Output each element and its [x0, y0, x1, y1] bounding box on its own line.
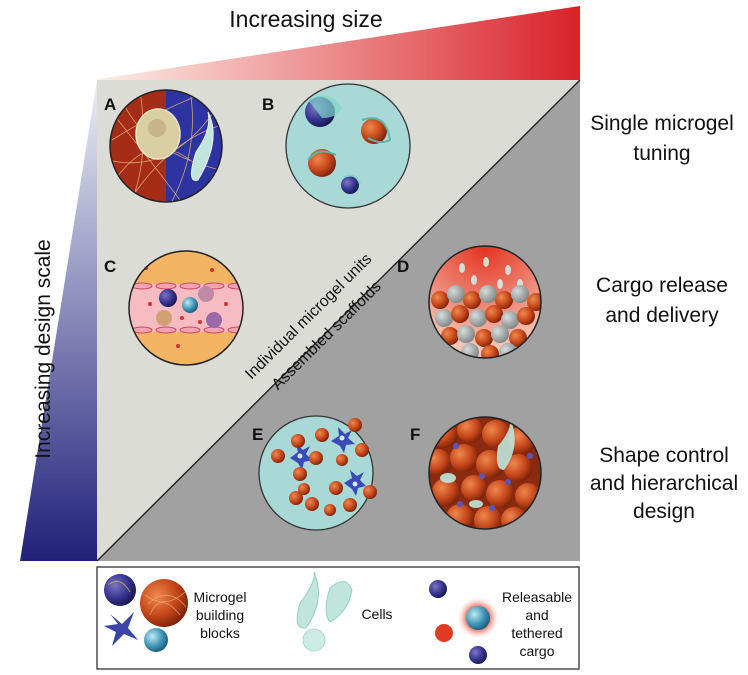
panel-b-illustration	[285, 83, 411, 209]
svg-text:Cargo release: Cargo release	[596, 274, 728, 297]
svg-text:tethered: tethered	[511, 625, 562, 641]
panel-label-d: D	[397, 257, 409, 276]
panel-d-illustration	[428, 245, 542, 359]
svg-text:tuning: tuning	[633, 142, 690, 165]
svg-text:design: design	[633, 500, 695, 523]
svg-text:Single microgel: Single microgel	[590, 112, 734, 135]
svg-text:and hierarchical: and hierarchical	[590, 472, 738, 495]
legend-cells-icons	[296, 571, 353, 652]
svg-text:and delivery: and delivery	[605, 304, 719, 327]
category-single-microgel-tuning: Single microgel tuning	[590, 112, 734, 165]
legend-cargo-label: Releasable and tethered cargo	[502, 589, 572, 659]
panel-c-illustration	[128, 250, 244, 366]
svg-text:and: and	[525, 607, 548, 623]
size-gradient-wedge	[92, 6, 580, 80]
legend-building-blocks-icons	[104, 574, 188, 652]
panel-e-illustration	[258, 415, 377, 531]
legend-building-blocks-label: Microgel building blocks	[194, 589, 247, 641]
panel-label-e: E	[252, 425, 263, 444]
svg-text:Microgel: Microgel	[194, 589, 247, 605]
svg-text:building: building	[196, 607, 244, 623]
panel-label-a: A	[104, 95, 116, 114]
diagonal-divider	[96, 79, 581, 562]
increasing-size-label: Increasing size	[229, 6, 382, 32]
scale-gradient-wedge	[20, 80, 97, 561]
panel-f-illustration	[428, 416, 542, 530]
legend-cells-label: Cells	[361, 606, 392, 622]
panel-label-b: B	[262, 95, 274, 114]
svg-text:Shape control: Shape control	[599, 444, 729, 467]
increasing-design-scale-label: Increasing design scale	[32, 239, 55, 458]
category-cargo-release-delivery: Cargo release and delivery	[596, 274, 728, 327]
legend-cargo-icons	[429, 580, 500, 664]
svg-text:cargo: cargo	[519, 643, 554, 659]
svg-text:blocks: blocks	[200, 625, 240, 641]
category-shape-control-hierarchical-design: Shape control and hierarchical design	[590, 444, 738, 523]
panel-label-c: C	[104, 257, 116, 276]
panel-label-f: F	[410, 425, 420, 444]
svg-text:Releasable: Releasable	[502, 589, 572, 605]
